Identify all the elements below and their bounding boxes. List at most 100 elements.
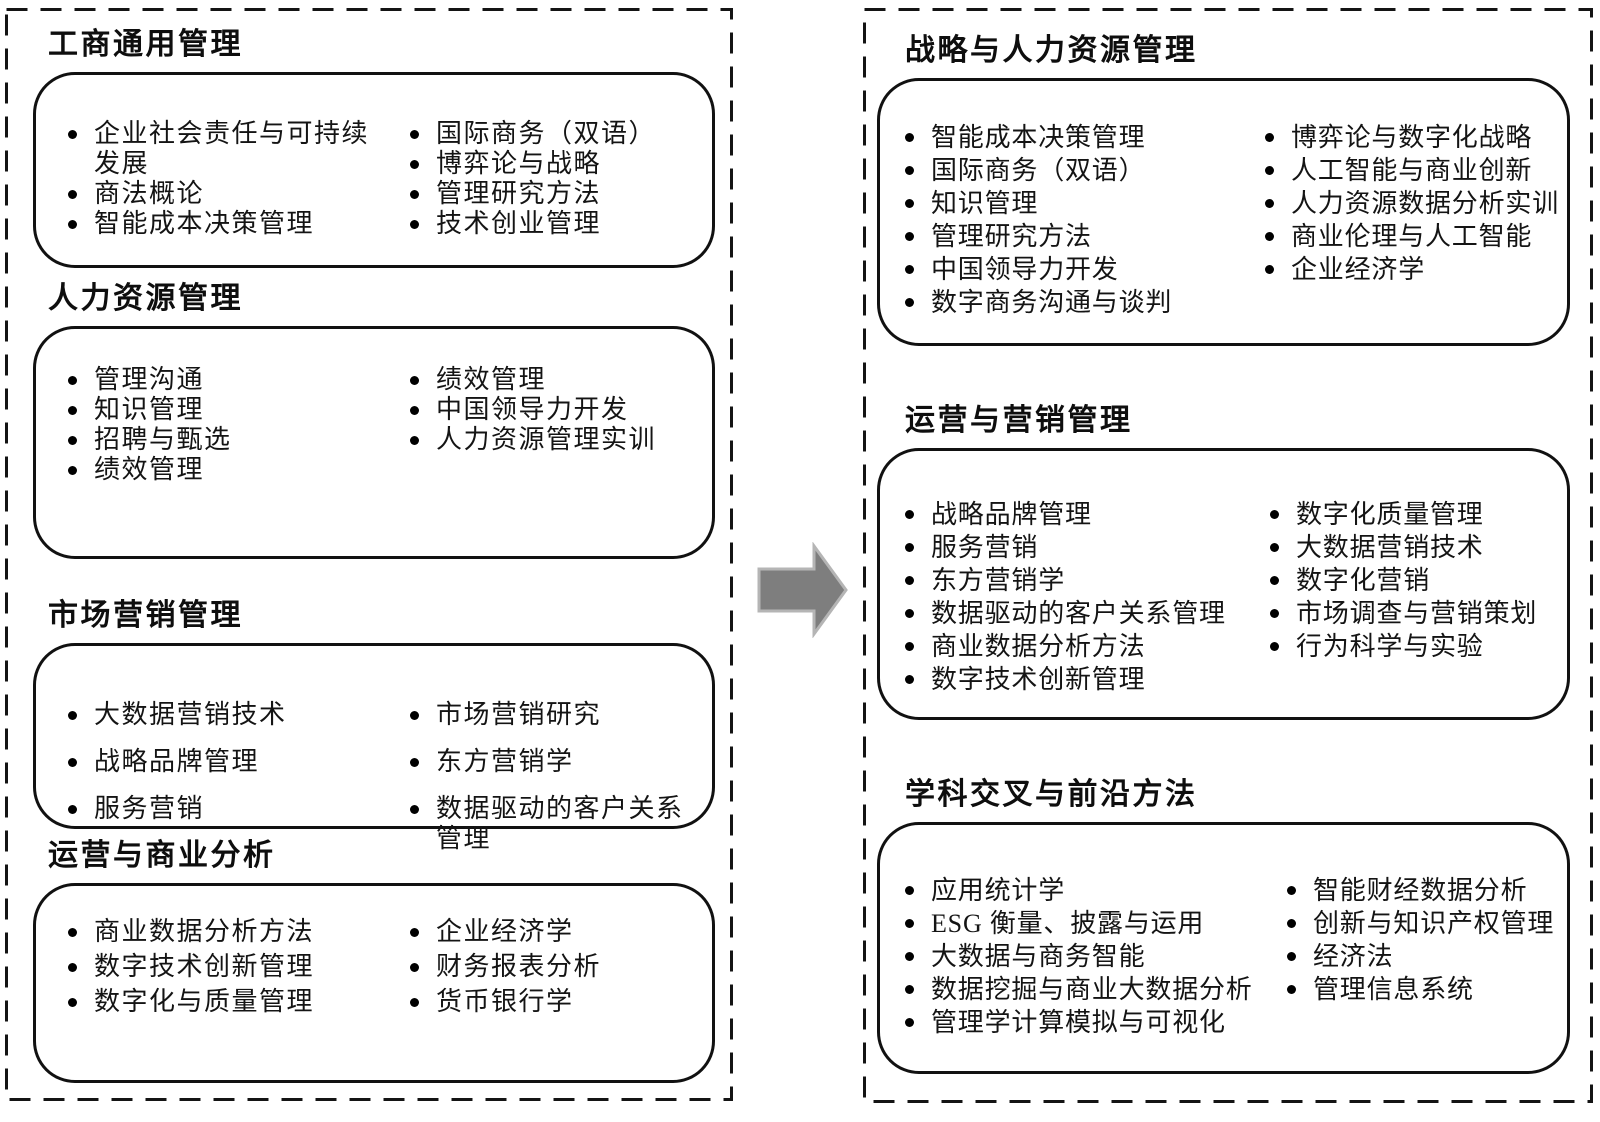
course-item: 国际商务（双语） <box>905 154 1265 187</box>
course-name: 商法概论 <box>94 179 205 208</box>
course-item: 管理沟通 <box>68 365 386 395</box>
bullet-icon <box>1265 166 1274 175</box>
transition-arrow <box>757 541 849 639</box>
course-name: 智能成本决策管理 <box>94 209 315 238</box>
course-item: 市场营销研究 <box>410 700 686 730</box>
bullet-icon <box>905 886 914 895</box>
bullet-icon <box>905 952 914 961</box>
course-column-left: 商业数据分析方法数字技术创新管理数字化与质量管理 <box>68 917 386 1022</box>
course-name: 数字商务沟通与谈判 <box>931 288 1173 317</box>
course-item: 管理研究方法 <box>410 179 686 209</box>
course-group-box: 企业社会责任与可持续发展商法概论智能成本决策管理 国际商务（双语）博弈论与战略管… <box>33 72 715 268</box>
course-item: 企业经济学 <box>1265 253 1563 286</box>
course-section: 市场营销管理 大数据营销技术战略品牌管理服务营销 市场营销研究东方营销学数据驱动… <box>5 599 733 853</box>
bullet-icon <box>905 298 914 307</box>
course-name: 数字化质量管理 <box>1296 500 1484 529</box>
course-name: 数据驱动的客户关系管理 <box>436 794 684 853</box>
bullet-icon <box>905 510 914 519</box>
course-item: 东方营销学 <box>410 747 686 777</box>
course-group-box: 商业数据分析方法数字技术创新管理数字化与质量管理 企业经济学财务报表分析货币银行… <box>33 883 715 1083</box>
course-name: 战略品牌管理 <box>931 500 1092 529</box>
course-name: 企业经济学 <box>436 917 574 946</box>
course-item: 商业数据分析方法 <box>68 917 386 947</box>
bullet-icon <box>905 919 914 928</box>
bullet-icon <box>410 998 419 1007</box>
course-item: 战略品牌管理 <box>68 747 386 777</box>
course-item: 招聘与甄选 <box>68 425 386 455</box>
bullet-icon <box>905 576 914 585</box>
course-name: 货币银行学 <box>436 987 574 1016</box>
course-name: 商业数据分析方法 <box>931 632 1146 661</box>
course-name: 创新与知识产权管理 <box>1313 909 1555 938</box>
course-name: 行为科学与实验 <box>1296 632 1484 661</box>
course-column-left: 大数据营销技术战略品牌管理服务营销 <box>68 700 386 841</box>
bullet-icon <box>1270 543 1279 552</box>
course-name: 管理学计算模拟与可视化 <box>931 1008 1226 1037</box>
bullet-icon <box>410 406 419 415</box>
course-item: 管理研究方法 <box>905 220 1265 253</box>
course-item: 管理信息系统 <box>1287 973 1563 1006</box>
bullet-icon <box>905 985 914 994</box>
course-item: 商业数据分析方法 <box>905 630 1270 663</box>
bullet-icon <box>68 220 77 229</box>
bullet-icon <box>1270 576 1279 585</box>
course-item: 数字技术创新管理 <box>68 952 386 982</box>
course-section: 战略与人力资源管理 智能成本决策管理国际商务（双语）知识管理管理研究方法中国领导… <box>863 34 1593 346</box>
course-name: 东方营销学 <box>931 566 1066 595</box>
course-item: 行为科学与实验 <box>1270 630 1563 663</box>
section-title: 工商通用管理 <box>48 28 243 61</box>
left-panel: 工商通用管理 企业社会责任与可持续发展商法概论智能成本决策管理 国际商务（双语）… <box>5 8 733 1101</box>
bullet-icon <box>410 220 419 229</box>
course-item: 智能财经数据分析 <box>1287 874 1563 907</box>
course-item: 数字化与质量管理 <box>68 987 386 1017</box>
course-item: 企业经济学 <box>410 917 686 947</box>
course-item: 数据驱动的客户关系管理 <box>410 794 686 854</box>
course-section: 运营与商业分析 商业数据分析方法数字技术创新管理数字化与质量管理 企业经济学财务… <box>5 839 733 1083</box>
bullet-icon <box>410 805 419 814</box>
section-title: 运营与营销管理 <box>905 404 1133 437</box>
course-name: 数字化营销 <box>1296 566 1431 595</box>
course-name: 数字技术创新管理 <box>94 952 315 981</box>
course-item: 绩效管理 <box>68 455 386 485</box>
course-name: 知识管理 <box>931 189 1039 218</box>
course-name: 企业经济学 <box>1291 255 1426 284</box>
bullet-icon <box>68 963 77 972</box>
section-title: 战略与人力资源管理 <box>905 34 1198 67</box>
course-item: 博弈论与数字化战略 <box>1265 121 1563 154</box>
course-section: 工商通用管理 企业社会责任与可持续发展商法概论智能成本决策管理 国际商务（双语）… <box>5 28 733 268</box>
bullet-icon <box>68 805 77 814</box>
bullet-icon <box>410 130 419 139</box>
bullet-icon <box>905 675 914 684</box>
bullet-icon <box>410 711 419 720</box>
course-column-right: 市场营销研究东方营销学数据驱动的客户关系管理 <box>386 700 700 871</box>
course-item: 人力资源管理实训 <box>410 425 686 455</box>
course-name: 大数据营销技术 <box>94 700 287 729</box>
bullet-icon <box>1265 133 1274 142</box>
course-name: 市场营销研究 <box>436 700 602 729</box>
left-panel-sections: 工商通用管理 企业社会责任与可持续发展商法概论智能成本决策管理 国际商务（双语）… <box>5 8 733 1101</box>
course-name: 服务营销 <box>931 533 1039 562</box>
bullet-icon <box>410 758 419 767</box>
course-name: 数据驱动的客户关系管理 <box>931 599 1226 628</box>
course-name: 市场调查与营销策划 <box>1296 599 1538 628</box>
course-group-box: 战略品牌管理服务营销东方营销学数据驱动的客户关系管理商业数据分析方法数字技术创新… <box>877 448 1570 720</box>
course-group-box: 大数据营销技术战略品牌管理服务营销 市场营销研究东方营销学数据驱动的客户关系管理 <box>33 643 715 853</box>
course-item: 知识管理 <box>905 187 1265 220</box>
course-name: 财务报表分析 <box>436 952 602 981</box>
course-name: 智能财经数据分析 <box>1313 876 1528 905</box>
course-item: 中国领导力开发 <box>905 253 1265 286</box>
bullet-icon <box>1270 642 1279 651</box>
bullet-icon <box>68 376 77 385</box>
bullet-icon <box>68 466 77 475</box>
bullet-icon <box>1265 232 1274 241</box>
course-name: 人工智能与商业创新 <box>1291 156 1533 185</box>
bullet-icon <box>68 130 77 139</box>
bullet-icon <box>905 199 914 208</box>
bullet-icon <box>68 998 77 1007</box>
bullet-icon <box>1270 609 1279 618</box>
course-item: 服务营销 <box>905 531 1270 564</box>
course-item: 财务报表分析 <box>410 952 686 982</box>
course-name: 中国领导力开发 <box>931 255 1119 284</box>
bullet-icon <box>68 711 77 720</box>
